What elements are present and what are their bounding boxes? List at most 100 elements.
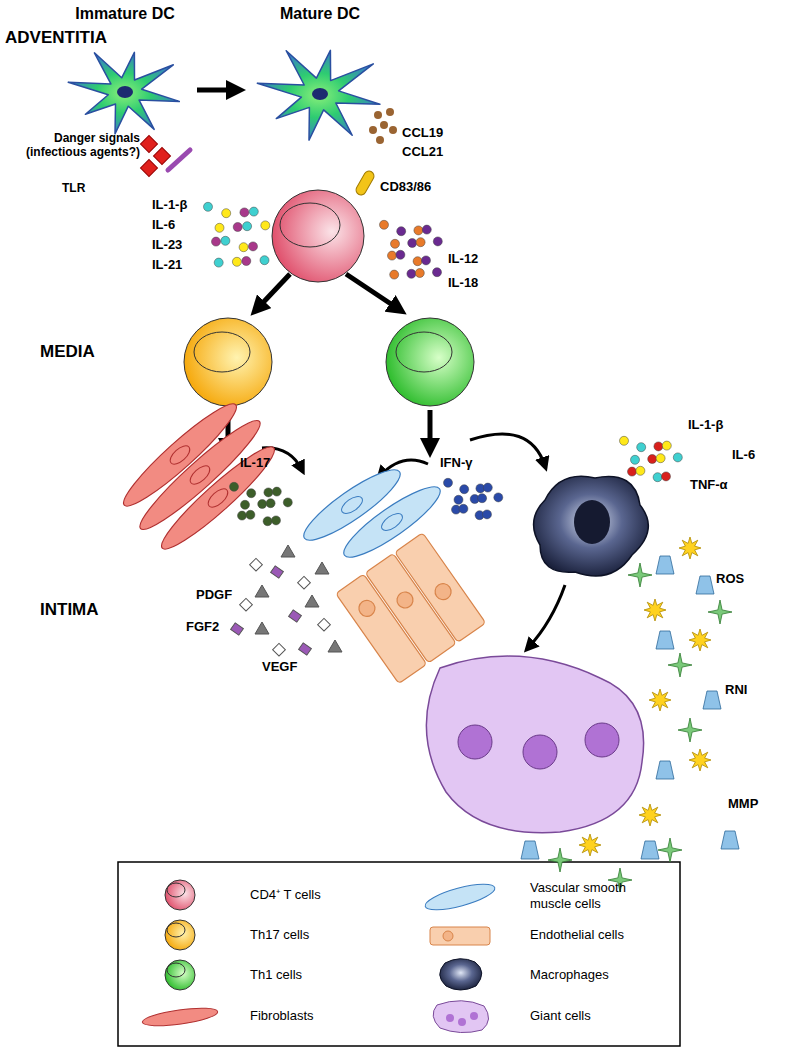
mmp-symbol <box>656 556 674 574</box>
cytokine-dot <box>241 500 250 509</box>
cytokine-dot <box>232 257 241 266</box>
cytokine-label: IL-18 <box>448 276 478 291</box>
rni-symbol <box>658 838 682 862</box>
cytokine-dot <box>433 237 442 246</box>
chemokine-label: CCL21 <box>402 145 443 160</box>
cytokine-dot <box>240 208 249 217</box>
cytokine-label: IL-17 <box>240 456 270 471</box>
cytokine-dot <box>628 467 637 476</box>
legend-text: Th1 cells <box>250 967 302 983</box>
cytokine-label: IL-23 <box>152 238 182 253</box>
cytokine-dot <box>413 257 422 266</box>
cytokine-label: TNF-α <box>690 478 728 493</box>
mmp-symbol <box>656 761 674 779</box>
cytokine-dot <box>662 472 671 481</box>
cytokine-dot <box>673 453 682 462</box>
cytokine-dot <box>249 207 258 216</box>
cytokine-dot <box>407 269 416 278</box>
legend-text: Endothelial cells <box>530 927 624 943</box>
cytokine-dot <box>414 226 423 235</box>
ros-symbol <box>689 749 711 771</box>
cytokine-dot <box>233 223 242 232</box>
dc-body <box>68 52 179 133</box>
cytokine-label: IFN-γ <box>440 456 473 471</box>
cytokine-dot <box>637 443 646 452</box>
cytokine-dot <box>247 489 256 498</box>
cytokine-label: IL-21 <box>152 258 182 273</box>
dc-body <box>257 50 380 140</box>
marker-label: CD83/86 <box>380 180 431 195</box>
receptor-label: TLR <box>62 182 85 196</box>
cytokine-dot <box>408 239 417 248</box>
ros-symbol <box>649 689 671 711</box>
cytokine-label: IL-6 <box>732 448 755 463</box>
ros-symbol <box>639 804 661 826</box>
cytokine-dot <box>212 237 221 246</box>
cytokine-dot <box>662 441 671 450</box>
cytokine-dot <box>415 269 424 278</box>
mmp-symbol <box>721 831 739 849</box>
maturation-arrow <box>197 88 238 93</box>
cytokine-dot <box>390 270 399 279</box>
cytokine-dot <box>239 243 248 252</box>
mmp-symbol <box>703 691 721 709</box>
cytokine-dot <box>416 238 425 247</box>
ros-symbol <box>679 537 701 559</box>
cytokine-dot <box>214 258 223 267</box>
cytokine-dot <box>494 493 503 502</box>
growth-factor-label: VEGF <box>262 660 297 675</box>
cytokine-dot <box>422 225 431 234</box>
cytokine-dot <box>653 473 662 482</box>
cytokine-dot <box>266 499 275 508</box>
cytokine-label: IL-1-β <box>152 198 187 213</box>
cytokine-label: IL-1-β <box>688 418 723 433</box>
cytokine-dot <box>454 495 463 504</box>
legend-text: CD4⁺ T cells <box>250 887 321 903</box>
growth-factor-label: FGF2 <box>186 620 219 635</box>
cytokine-dot <box>433 268 442 277</box>
mmp-symbol <box>656 631 674 649</box>
cytokine-dot <box>238 511 247 520</box>
cytokine-dot <box>397 227 406 236</box>
cytokine-dot <box>272 516 281 525</box>
cytokine-dot <box>263 517 272 526</box>
cell-heading: Mature DC <box>240 4 400 23</box>
cytokine-dot <box>230 482 239 491</box>
mediator-label: RNI <box>725 683 747 698</box>
cytokine-dot <box>261 221 270 230</box>
signal-label: Danger signals (infectious agents?) <box>2 132 140 160</box>
legend-text: Macrophages <box>530 967 609 983</box>
cell-outline <box>240 4 400 169</box>
mmp-symbol <box>641 841 659 859</box>
cytokine-dot <box>631 455 640 464</box>
dendritic-cell: Mature DC <box>240 4 400 169</box>
legend-text: Giant cells <box>530 1008 591 1024</box>
cytokine-dot <box>460 485 469 494</box>
cytokine-dot <box>258 500 267 509</box>
cytokine-dot <box>636 466 645 475</box>
cytokine-dot <box>249 242 258 251</box>
cytokine-dot <box>283 498 292 507</box>
mediator-label: MMP <box>728 797 758 812</box>
cytokine-dot <box>656 454 665 463</box>
cytokine-dot <box>380 220 389 229</box>
cytokine-dot <box>444 478 453 487</box>
cytokine-dot <box>264 488 273 497</box>
legend-text: Fibroblasts <box>250 1008 314 1024</box>
cytokine-dot <box>260 256 269 265</box>
region-label: INTIMA <box>40 600 99 620</box>
cytokine-dot <box>388 251 397 260</box>
region-label: MEDIA <box>40 342 95 362</box>
rni-symbol <box>628 563 652 587</box>
cytokine-dot <box>654 442 663 451</box>
rni-symbol <box>708 600 732 624</box>
rni-symbol <box>668 653 692 677</box>
cytokine-dot <box>483 483 492 492</box>
cell-heading: Immature DC <box>55 4 195 23</box>
cytokine-dot <box>422 256 431 265</box>
cytokine-label: IL-12 <box>448 252 478 267</box>
cytokine-label: IL-6 <box>152 218 175 233</box>
cytokine-dot <box>648 455 657 464</box>
